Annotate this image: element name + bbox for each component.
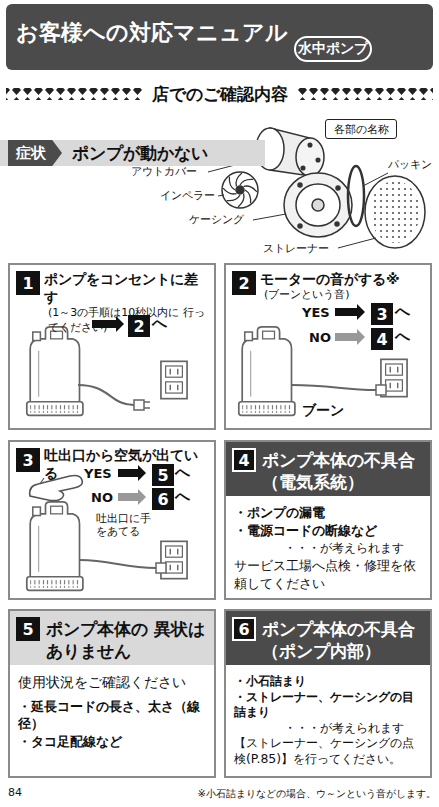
- node-text: ・ストレーナー、ケーシングの目詰まり: [234, 689, 422, 720]
- impeller-blade: [240, 179, 253, 185]
- goto-text: へ: [395, 302, 415, 320]
- node-text: 使用状況をご確認ください: [18, 673, 206, 692]
- part-name: パッキン: [388, 158, 434, 171]
- box-body: ・ポンプの漏電・電源コードの断線など・・・が考えられますサービス工場へ点検・修理…: [226, 498, 430, 598]
- part-name: ケーシング: [189, 213, 253, 226]
- no-label: NO: [91, 490, 117, 506]
- box-content: モーターの音がする※(ブーンという音): [260, 270, 426, 302]
- goto-number: 5: [152, 464, 174, 486]
- node-text: 6: [238, 620, 249, 639]
- box-body: ・小石詰まり・ストレーナー、ケーシングの目詰まり・・・が考えられます【ストレーナ…: [226, 667, 430, 776]
- symptom-band: ポンプが動かない 症状: [0, 140, 265, 166]
- category-pill: 水中ポンプ: [294, 36, 372, 62]
- goto-number: 3: [371, 303, 393, 325]
- sound-label: ブーン: [302, 402, 362, 419]
- node-text: 5: [22, 620, 33, 639]
- goto-text: へ: [152, 314, 172, 332]
- node-text: ポンプが動かない: [72, 142, 208, 165]
- result-box: ポンプ本体の不具合 （ポンプ内部） ・小石詰まり・ストレーナー、ケーシングの目詰ま…: [224, 609, 432, 778]
- box-header: ポンプ本体の不具合 （電気系統）: [226, 442, 430, 496]
- node-text: ポンプ本体の不具合 （ポンプ内部）: [262, 619, 426, 662]
- impeller-blade: [227, 195, 240, 201]
- box-body: 使用状況をご確認ください・延長コードの長さ、太さ（線径）・タコ足配線など: [10, 667, 214, 776]
- impeller-blade: [245, 190, 251, 203]
- goto-text: へ: [175, 487, 195, 505]
- section-heading: 店でのご確認内容: [148, 84, 291, 104]
- node-text: サービス工場へ点検・修理を依頼してください: [234, 557, 422, 593]
- part-name: アウトカバー: [131, 165, 207, 178]
- step-number: 6: [232, 617, 256, 641]
- node-text: 水中ポンプ: [298, 40, 368, 58]
- step-number: 2: [232, 271, 256, 295]
- title-band: お客様への対応マニュアル水中ポンプ: [6, 4, 433, 70]
- node-text: ポンプ本体の不具合 （電気系統）: [262, 450, 426, 493]
- node-text: お客様への対応マニュアル: [16, 18, 288, 48]
- node-text: ・小石詰まり: [234, 673, 422, 689]
- page-number: 84: [8, 786, 38, 799]
- goto-number: 6: [152, 488, 174, 510]
- node-text: ポンプをコンセントに差す: [44, 270, 210, 306]
- node-text: 各部の名称: [334, 122, 389, 137]
- node-text: 2: [238, 274, 249, 293]
- node-text: 3: [22, 451, 33, 470]
- note-label: 吐出口に手をあてる: [96, 512, 154, 538]
- node-text: ・・・が考えられます: [234, 720, 422, 736]
- symptom-tag: 症状: [8, 140, 62, 166]
- node-text: ・延長コードの長さ、太さ（線径）: [18, 698, 206, 733]
- node-text: モーターの音がする※: [260, 270, 426, 288]
- node-text: ・・・が考えられます: [234, 540, 422, 557]
- node-text: 1: [22, 274, 33, 293]
- step-number: 3: [16, 448, 40, 472]
- node-text: 3: [376, 305, 387, 324]
- node-text: 6: [157, 490, 168, 509]
- part-name: インペラー: [160, 189, 218, 202]
- box-header: ポンプ本体の不具合 （ポンプ内部）: [226, 611, 430, 665]
- node-text: 症状: [16, 144, 46, 163]
- node-text: ・電源コードの断線など: [234, 522, 422, 540]
- impeller-blade: [229, 177, 235, 190]
- part-name: ストレーナー: [263, 242, 339, 255]
- yes-label: YES: [84, 466, 117, 482]
- node-text: 【ストレーナー、ケーシングの点検(P.85)】を行ってください。: [234, 735, 422, 766]
- goto-number: 4: [371, 328, 393, 350]
- node-text: ・ポンプの漏電: [234, 504, 422, 522]
- node-text: ポンプ本体の 異状はありません: [46, 619, 210, 662]
- result-box: ポンプ本体の 異状はありません使用状況をご確認ください・延長コードの長さ、太さ（…: [8, 609, 216, 778]
- step-number: 5: [16, 617, 40, 641]
- box-content: ポンプをコンセントに差す(1～3の手順は10秒以内に 行ってください): [44, 270, 210, 335]
- node-text: 4: [376, 330, 387, 349]
- node-text: 2: [133, 317, 144, 336]
- no-label: NO: [309, 330, 335, 346]
- result-box: ポンプ本体の不具合 （電気系統） ・ポンプの漏電・電源コードの断線など・・・が考え…: [224, 440, 432, 600]
- step-box: ポンプをコンセントに差す(1～3の手順は10秒以内に 行ってください) 1 2: [8, 263, 216, 430]
- node-text: ・タコ足配線など: [18, 733, 206, 751]
- node-text: 5: [157, 466, 168, 485]
- yes-label: YES: [302, 305, 334, 321]
- impeller-blade: [244, 186, 257, 192]
- goto-text: へ: [175, 463, 195, 481]
- footnote: ※小石詰まりなどの場合、ウ～ンという音がします。: [150, 788, 436, 800]
- node-text: (ブーンという音): [260, 288, 426, 302]
- parts-name-box: 各部の名称: [325, 119, 397, 139]
- box-header: ポンプ本体の 異状はありません: [10, 611, 214, 665]
- node-text: (1～3の手順は10秒以内に 行ってください): [44, 306, 210, 335]
- goto-text: へ: [395, 327, 415, 345]
- node-text: 4: [238, 451, 249, 470]
- goto-number: 2: [128, 315, 150, 337]
- step-number: 4: [232, 448, 256, 472]
- step-number: 1: [16, 271, 40, 295]
